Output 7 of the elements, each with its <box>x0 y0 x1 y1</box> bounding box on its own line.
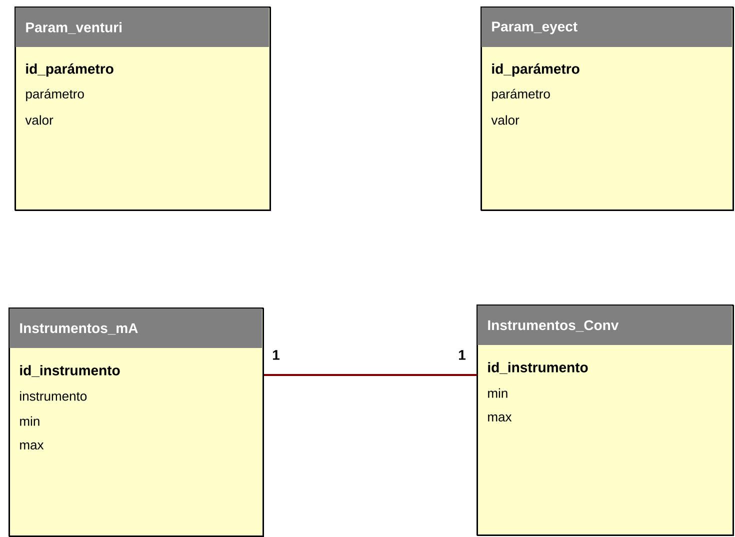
table-box: Param_venturi id_parámetro parámetro valor <box>14 6 271 211</box>
table-box: Instrumentos_Conv id_instrumento min max <box>476 304 734 536</box>
cardinality-label: 1 <box>273 350 280 360</box>
table-box: Instrumentos_mA id_instrumento instrumento min max <box>8 308 264 537</box>
table-box: Param_eyect id_parámetro parámetro valor <box>480 6 734 211</box>
cardinality-label: 1 <box>459 350 466 360</box>
relationship-line <box>264 374 477 376</box>
